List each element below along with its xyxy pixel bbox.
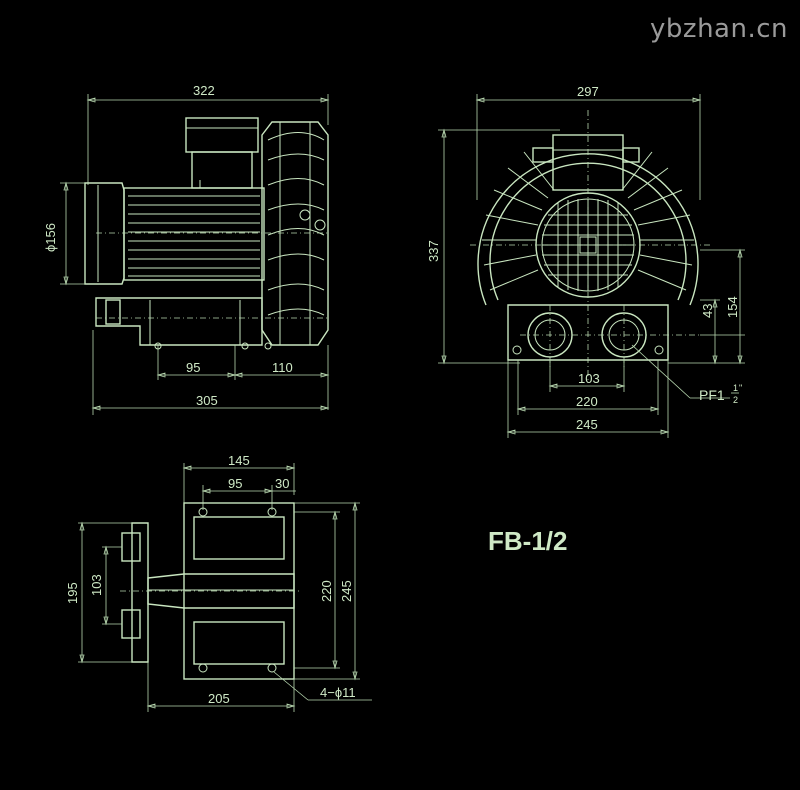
dim-base-195: 195 (65, 582, 80, 604)
mounting-holes-label: 4−ϕ11 (320, 685, 356, 700)
dim-base-220: 220 (319, 580, 334, 602)
model-label: FB-1/2 (488, 526, 568, 556)
port-frac-quote: " (739, 383, 742, 393)
dim-side-305: 305 (196, 393, 218, 408)
front-view (438, 94, 745, 438)
dim-front-43: 43 (700, 304, 715, 318)
dim-front-154: 154 (725, 296, 740, 318)
dim-side-110: 110 (272, 360, 293, 375)
base-view (78, 463, 372, 712)
dim-front-103: 103 (578, 371, 600, 386)
dim-base-205: 205 (208, 691, 230, 706)
port-frac-top: 1 (733, 383, 738, 393)
dim-base-145: 145 (228, 453, 250, 468)
dim-front-297: 297 (577, 84, 599, 99)
cooling-fins (128, 195, 260, 277)
side-view (60, 94, 330, 415)
dim-front-220: 220 (576, 394, 598, 409)
dim-front-245: 245 (576, 417, 598, 432)
dim-base-103: 103 (89, 574, 104, 596)
watermark: ybzhan.cn (650, 14, 788, 44)
dim-base-30: 30 (275, 476, 289, 491)
port-frac-bottom: 2 (733, 395, 738, 405)
port-thread-label: PF1 (699, 387, 725, 403)
dim-side-95: 95 (186, 360, 200, 375)
dim-front-337: 337 (426, 240, 441, 262)
dim-base-245: 245 (339, 580, 354, 602)
dim-side-156: ϕ156 (43, 223, 58, 252)
housing-ribs (482, 151, 694, 291)
dim-side-322: 322 (193, 83, 215, 98)
dimension-labels: 322 ϕ156 95 110 305 297 337 43 154 103 2… (43, 83, 742, 706)
dim-base-95: 95 (228, 476, 242, 491)
